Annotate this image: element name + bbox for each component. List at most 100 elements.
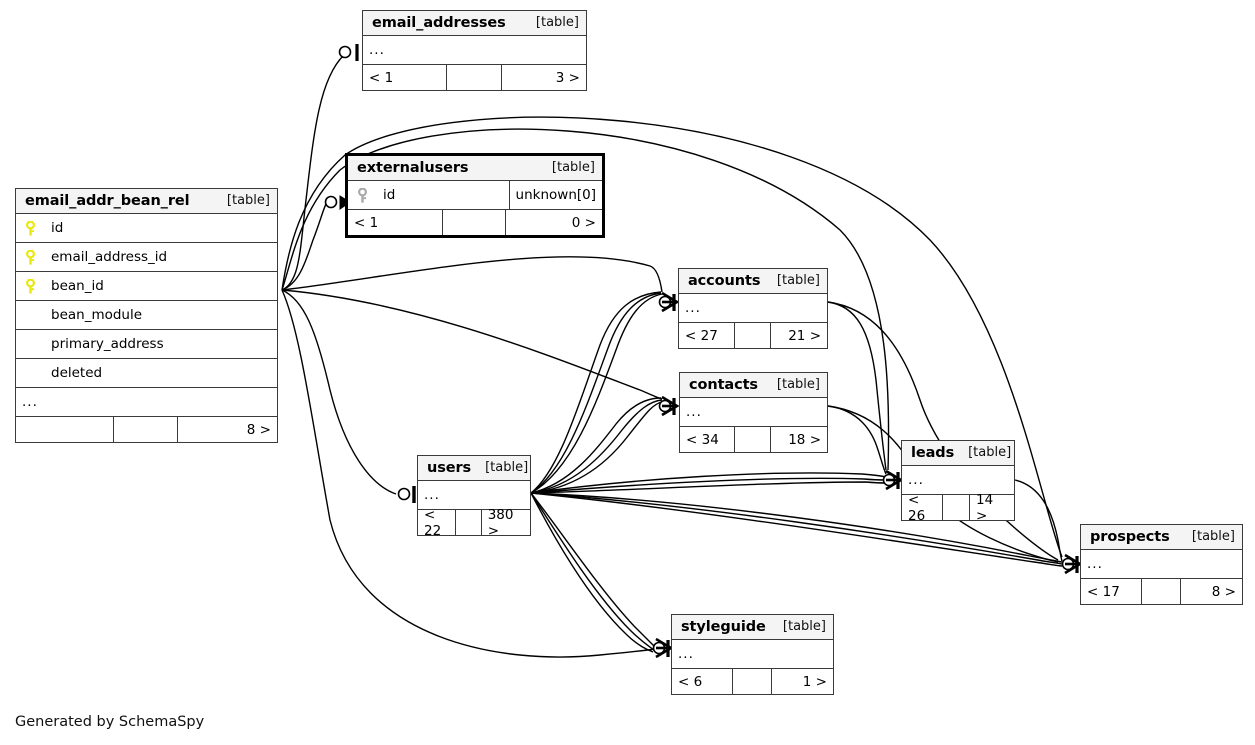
table-header-email_addresses[interactable]: email_addresses[table] xyxy=(363,11,586,36)
incoming-relation-count: < 6 xyxy=(678,673,703,690)
outgoing-relation-count: 0 > xyxy=(571,214,596,231)
edge-endpoints xyxy=(324,44,1083,659)
table-header-contacts[interactable]: contacts [table] xyxy=(680,373,827,398)
table-name-users: users xyxy=(427,459,472,476)
table-name-styleguide: styleguide xyxy=(681,618,766,635)
column-name: primary_address xyxy=(51,336,164,352)
edge-leads-prospects xyxy=(1014,479,1063,562)
ellipsis-label: ... xyxy=(685,300,701,316)
outgoing-relation-count: 14 > xyxy=(975,491,994,524)
table-more-columns-row[interactable]: ... xyxy=(672,640,833,669)
table-kind-accounts: [table] xyxy=(776,273,820,288)
table-kind-styleguide: [table] xyxy=(782,619,826,634)
edge-users-accounts-3 xyxy=(530,293,663,494)
edge-users-leads-2 xyxy=(530,477,887,494)
edge-users-leads-1 xyxy=(530,472,887,494)
ellipsis-label: ... xyxy=(1087,556,1103,572)
table-name-externalusers: externalusers xyxy=(357,159,469,176)
edge-contacts-leads xyxy=(827,405,887,475)
table-kind-users: [table] xyxy=(485,460,529,475)
table-kind-contacts: [table] xyxy=(776,377,820,392)
column-name: email_address_id xyxy=(51,249,168,265)
outgoing-relation-count: 18 > xyxy=(788,431,821,448)
table-footer-email_addr_bean_rel: 8 > xyxy=(16,417,277,442)
edge-accounts-prospects xyxy=(827,301,1059,561)
table-more-columns-row[interactable]: ... xyxy=(418,481,530,510)
table-node-email_addresses[interactable]: email_addresses[table]... < 1 3 > xyxy=(362,10,587,91)
key-cell xyxy=(25,249,51,265)
table-kind-prospects: [table] xyxy=(1191,529,1235,544)
table-name-leads: leads xyxy=(911,444,955,461)
table-kind-externalusers: [table] xyxy=(551,160,595,175)
endpoint-users-zero-or-one xyxy=(397,486,416,503)
incoming-relation-count: < 17 xyxy=(1087,583,1120,600)
table-header-users[interactable]: users [table] xyxy=(418,456,530,481)
footer-middle-cell xyxy=(455,510,482,535)
edge-eabr-email_addresses xyxy=(281,54,345,291)
table-column-row[interactable]: primary_address xyxy=(16,330,277,359)
table-more-columns-row[interactable]: ... xyxy=(363,36,586,65)
table-column-row[interactable]: bean_module xyxy=(16,301,277,330)
table-header-externalusers[interactable]: externalusers [table] xyxy=(348,156,602,181)
footer-middle-cell xyxy=(446,65,502,90)
edge-users-styleguide-1 xyxy=(530,492,656,648)
table-more-columns-row[interactable]: ... xyxy=(679,294,827,323)
outgoing-relation-count: 21 > xyxy=(788,327,821,344)
table-node-styleguide[interactable]: styleguide [table]... < 6 1 > xyxy=(671,614,834,695)
table-column-row[interactable]: bean_id xyxy=(16,272,277,301)
table-more-columns-row[interactable]: ... xyxy=(1081,550,1242,579)
endpoint-email_addresses-zero-or-one xyxy=(338,44,359,61)
table-header-styleguide[interactable]: styleguide [table] xyxy=(672,615,833,640)
column-name: bean_module xyxy=(51,307,143,323)
ellipsis-label: ... xyxy=(424,487,440,503)
outgoing-relation-count: 8 > xyxy=(246,421,271,438)
footer-middle-cell xyxy=(734,427,771,452)
generated-by-note: Generated by SchemaSpy xyxy=(15,714,205,730)
column-name: bean_id xyxy=(51,278,104,294)
table-more-columns-row[interactable]: ... xyxy=(680,398,827,427)
edge-eabr-externalusers xyxy=(281,203,327,291)
table-more-columns-row[interactable]: ... xyxy=(902,466,1014,495)
table-header-prospects[interactable]: prospects[table] xyxy=(1081,525,1242,550)
incoming-relation-count: < 1 xyxy=(369,69,394,86)
table-column-row[interactable]: deleted xyxy=(16,359,277,388)
edge-users-styleguide-2 xyxy=(530,492,655,651)
column-name: deleted xyxy=(51,365,103,381)
table-footer-externalusers: < 1 0 > xyxy=(348,210,602,235)
outgoing-relation-count: 1 > xyxy=(802,673,827,690)
incoming-relation-count: < 1 xyxy=(354,214,379,231)
ellipsis-label: ... xyxy=(686,404,702,420)
table-more-columns-row[interactable]: ... xyxy=(16,388,277,417)
table-footer-styleguide: < 6 1 > xyxy=(672,669,833,694)
outgoing-relation-count: 3 > xyxy=(555,69,580,86)
table-name-accounts: accounts xyxy=(688,272,761,289)
footer-middle-cell xyxy=(1141,579,1181,604)
table-footer-email_addresses: < 1 3 > xyxy=(363,65,586,90)
table-column-row[interactable]: id xyxy=(16,214,277,243)
footer-middle-cell xyxy=(442,210,506,235)
edge-eabr-accounts xyxy=(281,256,663,293)
table-header-leads[interactable]: leads[table] xyxy=(902,441,1014,466)
table-name-contacts: contacts xyxy=(689,376,758,393)
footer-middle-cell xyxy=(942,495,970,520)
footer-middle-cell xyxy=(734,323,771,348)
table-header-accounts[interactable]: accounts [table] xyxy=(679,269,827,294)
ellipsis-label: ... xyxy=(678,646,694,662)
table-header-email_addr_bean_rel[interactable]: email_addr_bean_rel[table] xyxy=(16,189,277,214)
table-kind-email_addr_bean_rel: [table] xyxy=(226,193,270,208)
table-column-row[interactable]: email_address_id xyxy=(16,243,277,272)
ellipsis-label: ... xyxy=(22,394,38,410)
table-node-email_addr_bean_rel[interactable]: email_addr_bean_rel[table]id email_addres… xyxy=(15,188,278,443)
edge-externalusers-users xyxy=(281,289,397,495)
